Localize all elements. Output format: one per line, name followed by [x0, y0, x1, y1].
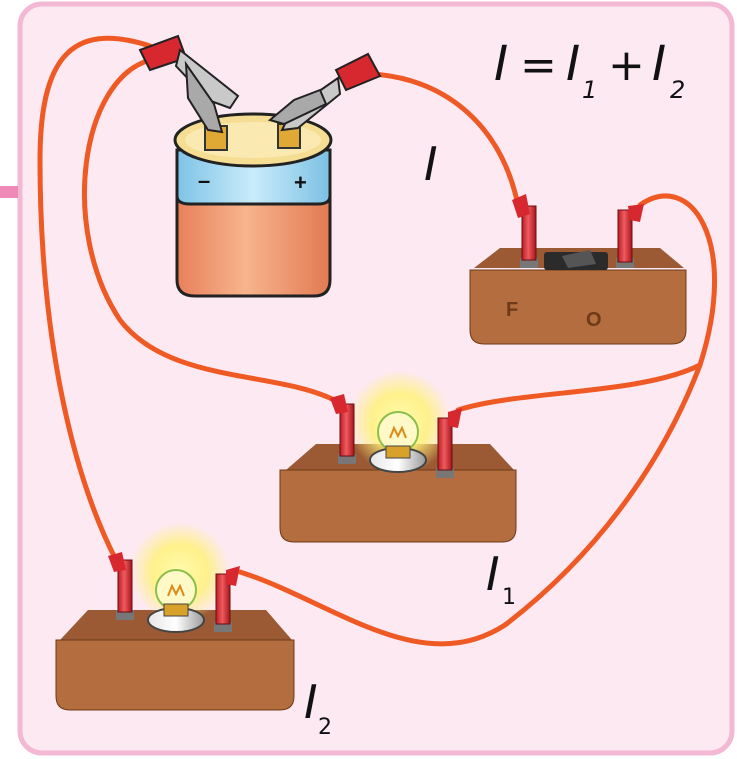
formula-term1-subscript: 1: [582, 76, 597, 104]
wire-battery-plus-to-switch: [369, 71, 521, 208]
wire-switch-to-junction: [637, 193, 717, 368]
switch-post-right: [616, 204, 644, 268]
clip-plus-sleeve: [334, 52, 382, 92]
battery-plus-sign: +: [294, 170, 307, 195]
wire-junction-to-bulb1: [455, 362, 703, 413]
bulb-board-2: [55, 522, 295, 711]
label-main-current: I: [424, 137, 438, 191]
formula-plus: +: [608, 40, 645, 91]
bulb-2-post-left: [108, 552, 134, 620]
battery-body: [175, 180, 332, 298]
bulb-1-post-left: [330, 394, 356, 464]
bulb-1-post-right: [436, 408, 462, 478]
clip-minus-jaw-lower: [184, 60, 224, 134]
label-branch2-subscript: 2: [318, 715, 332, 740]
wire-battery-minus-to-bulb2: [37, 35, 153, 563]
label-branch1-current: I: [486, 547, 500, 601]
bulb-1-filament: [389, 425, 407, 439]
bulb-2-socket: [163, 603, 189, 617]
switch-board: F O: [469, 248, 687, 345]
bulb-1-socket: [385, 445, 411, 459]
bulb-2-post-right: [214, 566, 240, 632]
switch-off-mark: F: [506, 299, 518, 321]
bulb-board-2-front: [55, 639, 295, 711]
clip-plus-jaw-lower: [267, 88, 328, 126]
battery: – +: [173, 112, 333, 298]
clip-minus-jaw: [174, 48, 240, 110]
switch-post-left: [512, 194, 538, 268]
bulb-2-filament: [167, 583, 185, 597]
frame-tab: [0, 186, 18, 198]
wire-battery-minus-to-bulb1: [82, 57, 341, 405]
formula-term2-subscript: 2: [670, 76, 685, 104]
clip-plus: [267, 52, 382, 132]
wires: [37, 35, 717, 647]
terminal-posts: [108, 194, 644, 632]
label-branch1-subscript: 1: [502, 585, 516, 610]
switch-on-mark: O: [586, 309, 602, 331]
wire-junction-to-bulb2: [237, 362, 703, 647]
clip-minus: [138, 34, 240, 134]
formula-term2: I: [652, 36, 666, 92]
formula-equals: =: [520, 40, 557, 91]
current-formula: I = I 1 + I 2: [494, 36, 685, 104]
formula-term1: I: [566, 36, 580, 92]
switch-toggle-lever[interactable]: [562, 250, 596, 268]
bulb-board-1-front: [279, 469, 517, 543]
switch-board-front: [469, 269, 687, 345]
battery-minus-sign: –: [198, 168, 210, 193]
formula-lhs: I: [494, 36, 508, 92]
label-branch2-current: I: [304, 675, 318, 729]
